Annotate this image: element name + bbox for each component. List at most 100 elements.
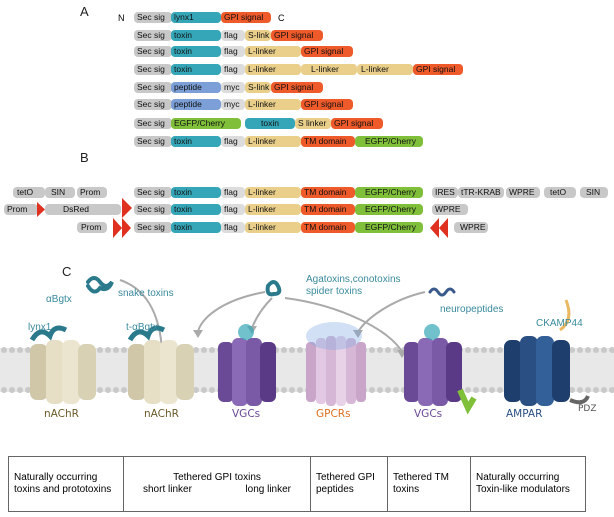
- gpi-signal-segment: GPI signal: [271, 82, 323, 93]
- flag-segment: flag: [221, 46, 245, 57]
- panel-label-a: A: [80, 4, 89, 19]
- category-line: Toxin-like modulators: [476, 484, 570, 495]
- toxin-segment: toxin: [171, 136, 221, 147]
- toxin-segment: toxin: [245, 118, 295, 129]
- sec-sig-segment: Sec sig: [134, 187, 172, 198]
- wpre-segment: WPRE: [432, 204, 468, 215]
- wpre-segment: WPRE: [454, 222, 488, 233]
- category-subline: short linker long linker: [129, 484, 305, 496]
- egfp-cherry-segment: EGFP/Cherry: [355, 187, 423, 198]
- s-link-segment: S-link: [245, 82, 271, 93]
- promoter-arrow-icon: [37, 202, 45, 217]
- category-toxin-like: Naturally occurring Toxin-like modulator…: [470, 456, 586, 512]
- lox-arrows-reverse-icon: [430, 218, 448, 238]
- category-line: Tethered GPI: [316, 472, 375, 483]
- l-linker-segment: L-linker: [301, 64, 357, 75]
- toxin-segment: toxin: [171, 204, 221, 215]
- category-line: toxins: [393, 484, 420, 495]
- egfp-cherry-segment: EGFP/Cherry: [171, 118, 241, 129]
- l-linker-segment: L-linker: [245, 99, 301, 110]
- category-tm-toxins: Tethered TM toxins: [387, 456, 471, 512]
- flag-segment: flag: [221, 30, 245, 41]
- category-line: Naturally occurring: [476, 472, 560, 483]
- category-line: Naturally occurring: [14, 472, 98, 483]
- lynx1-segment: lynx1: [171, 12, 221, 23]
- tm-domain-segment: TM domain: [301, 204, 355, 215]
- neuropeptides-caption: neuropeptides: [440, 304, 504, 315]
- toxin-segment: toxin: [171, 64, 221, 75]
- nachr-label: nAChR: [44, 408, 79, 420]
- ires-segment: IRES: [432, 187, 458, 198]
- sec-sig-segment: Sec sig: [134, 82, 172, 93]
- tethered-abgtx-caption: t-αBgtx: [126, 322, 158, 333]
- long-linker-label: long linker: [245, 484, 291, 495]
- flag-segment: flag: [221, 64, 245, 75]
- l-linker-segment: L-linker: [245, 64, 301, 75]
- teto-segment: tetO: [544, 187, 576, 198]
- lox-arrows-icon: [113, 218, 131, 238]
- nachr-receptor-2: [127, 325, 194, 404]
- toxin-segment: toxin: [171, 46, 221, 57]
- toxin-segment: toxin: [171, 222, 221, 233]
- abgtx-caption: αBgtx: [46, 294, 72, 305]
- ckamp44-caption: CKAMP44: [536, 318, 583, 329]
- tm-domain-segment: TM domain: [301, 187, 355, 198]
- category-table: Naturally occurring toxins and prototoxi…: [8, 456, 586, 512]
- sec-sig-segment: Sec sig: [134, 12, 172, 23]
- sec-sig-segment: Sec sig: [134, 64, 172, 75]
- gpi-signal-segment: GPI signal: [271, 30, 323, 41]
- gpi-signal-segment: GPI signal: [301, 46, 353, 57]
- l-linker-segment: L-linker: [245, 46, 301, 57]
- category-gpi-peptides: Tethered GPI peptides: [310, 456, 388, 512]
- teto-segment: tetO: [13, 187, 45, 198]
- l-linker-segment: L-linker: [245, 136, 301, 147]
- gpi-signal-segment: GPI signal: [331, 118, 383, 129]
- ampar-receptor: [504, 299, 590, 406]
- agatoxin-icon: [265, 280, 282, 297]
- category-line: Tethered TM: [393, 472, 449, 483]
- sec-sig-segment: Sec sig: [134, 99, 172, 110]
- l-linker-segment: L-linker: [245, 222, 301, 233]
- category-natural-toxins: Naturally occurring toxins and prototoxi…: [8, 456, 124, 512]
- panel-label-b: B: [80, 150, 89, 165]
- l-linker-segment: L-linker: [245, 187, 301, 198]
- prom-segment: Prom: [77, 187, 107, 198]
- sec-sig-segment: Sec sig: [134, 30, 172, 41]
- sec-sig-segment: Sec sig: [134, 204, 172, 215]
- category-line: Tethered GPI toxins: [173, 472, 261, 483]
- flag-segment: flag: [221, 222, 245, 233]
- spider-toxins-caption: spider toxins: [306, 286, 363, 297]
- abgtx-toxin-icon: [86, 276, 114, 294]
- panel-c-illustration: [0, 276, 614, 415]
- prom-segment: Prom: [4, 204, 38, 215]
- binding-arrows: [119, 279, 426, 353]
- sin-segment: SIN: [580, 187, 608, 198]
- myc-segment: myc: [221, 99, 245, 110]
- sec-sig-segment: Sec sig: [134, 118, 172, 129]
- sin-segment: SIN: [45, 187, 75, 198]
- sec-sig-segment: Sec sig: [134, 222, 172, 233]
- c-terminus-label: C: [278, 13, 285, 23]
- pdz-label: PDZ: [578, 404, 597, 414]
- vgcs-label: VGCs: [232, 408, 261, 420]
- tm-domain-segment: TM domain: [301, 136, 355, 147]
- sec-sig-segment: Sec sig: [134, 46, 172, 57]
- short-linker-label: short linker: [143, 484, 192, 495]
- s-linker-segment: S linker: [295, 118, 331, 129]
- toxin-segment: toxin: [171, 187, 221, 198]
- myc-segment: myc: [221, 82, 245, 93]
- category-line: toxins and prototoxins: [14, 484, 112, 495]
- category-line: peptides: [316, 484, 354, 495]
- n-terminus-label: N: [118, 13, 125, 23]
- s-link-segment: S-link: [245, 30, 271, 41]
- snake-toxins-caption: snake toxins: [118, 288, 174, 299]
- vgc-receptor-2: [404, 324, 477, 415]
- tm-domain-segment: TM domain: [301, 222, 355, 233]
- gpi-signal-segment: GPI signal: [301, 99, 353, 110]
- l-linker-segment: L-linker: [357, 64, 413, 75]
- panel-label-c: C: [62, 264, 72, 279]
- category-gpi-toxins: Tethered GPI toxins short linker long li…: [123, 456, 311, 512]
- l-linker-segment: L-linker: [245, 204, 301, 215]
- flag-segment: flag: [221, 187, 245, 198]
- vgc-receptor-1: [218, 324, 276, 406]
